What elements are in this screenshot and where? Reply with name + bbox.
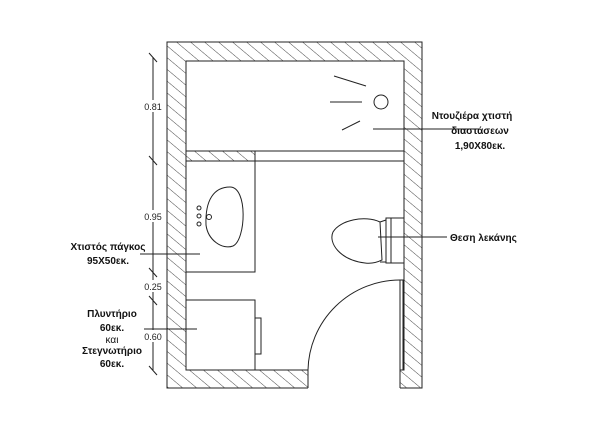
svg-text:Στεγνωτήριο: Στεγνωτήριο <box>82 346 142 357</box>
dimension-shower: 0.81 <box>144 102 162 112</box>
shower-partition <box>185 150 405 162</box>
svg-text:95Χ50εκ.: 95Χ50εκ. <box>87 256 129 267</box>
toilet-label: Θεση λεκάνης <box>450 233 517 244</box>
laundry-label: Πλυντήριο 60εκ. και Στεγνωτήριο 60εκ. <box>82 309 142 370</box>
svg-text:Πλυντήριο: Πλυντήριο <box>87 309 137 320</box>
washer-dryer <box>185 299 262 371</box>
door <box>307 279 404 371</box>
svg-text:και: και <box>106 335 119 346</box>
svg-text:1,90Χ80εκ.: 1,90Χ80εκ. <box>455 141 506 152</box>
dimension-gap: 0.25 <box>144 282 162 292</box>
shower-label: Ντουζιέρα χτιστή διαστάσεων 1,90Χ80εκ. <box>432 111 513 152</box>
svg-text:διαστάσεων: διαστάσεων <box>451 126 509 137</box>
dimension-line: 0.81 0.95 0.25 0.60 <box>140 52 166 376</box>
shower-head-icon <box>330 75 389 131</box>
dimension-counter: 0.95 <box>144 212 162 222</box>
counter-with-sink <box>185 160 256 273</box>
toilet-icon <box>331 217 405 264</box>
svg-text:60εκ.: 60εκ. <box>100 359 124 370</box>
counter-label: Χτιστός πάγκος 95Χ50εκ. <box>71 242 146 267</box>
svg-text:60εκ.: 60εκ. <box>100 323 124 334</box>
svg-text:Ντουζιέρα χτιστή: Ντουζιέρα χτιστή <box>432 111 513 122</box>
svg-text:Χτιστός πάγκος: Χτιστός πάγκος <box>71 242 146 253</box>
walls <box>166 41 423 389</box>
dimension-washer: 0.60 <box>144 332 162 342</box>
